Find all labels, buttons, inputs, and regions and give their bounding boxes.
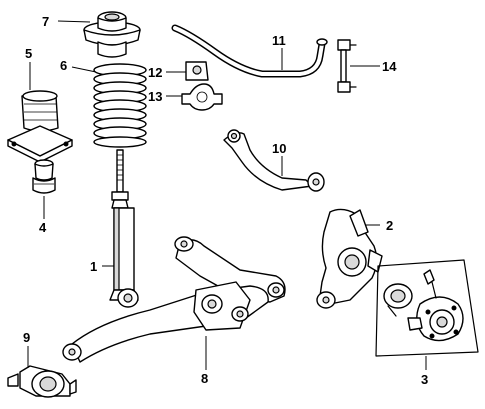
callout-11: 11 xyxy=(272,33,286,48)
callout-13: 13 xyxy=(148,89,162,104)
callout-2: 2 xyxy=(386,218,393,233)
callout-12: 12 xyxy=(148,65,162,80)
callout-3: 3 xyxy=(421,372,428,387)
callout-8: 8 xyxy=(201,371,208,386)
part-10-upper-control-arm xyxy=(223,129,325,192)
leader-lines xyxy=(27,20,427,370)
part-12-stabilizer-bushing xyxy=(185,61,209,81)
callout-labels: 7 6 5 4 1 8 9 10 2 3 11 12 13 14 xyxy=(23,14,428,387)
part-3-hub-bearing xyxy=(375,259,479,357)
part-1-shock-absorber xyxy=(109,149,139,308)
part-8-lower-arm-assembly xyxy=(62,236,286,363)
part-2-knuckle xyxy=(316,208,383,309)
part-7-spring-upper-mount xyxy=(83,11,141,58)
part-5-strut-boot xyxy=(7,90,73,163)
callout-7: 7 xyxy=(42,14,49,29)
callout-10: 10 xyxy=(272,141,286,156)
callout-4: 4 xyxy=(39,220,47,235)
part-14-stabilizer-link xyxy=(337,39,357,93)
part-11-stabilizer-bar xyxy=(171,24,328,78)
part-13-stabilizer-bracket xyxy=(181,83,223,111)
callout-1: 1 xyxy=(90,259,97,274)
part-9-lower-bushing xyxy=(7,365,77,398)
callout-14: 14 xyxy=(382,59,397,74)
callout-9: 9 xyxy=(23,330,30,345)
part-6-coil-spring xyxy=(93,63,147,148)
part-4-bump-stop xyxy=(32,159,56,194)
callout-5: 5 xyxy=(25,46,32,61)
callout-6: 6 xyxy=(60,58,67,73)
